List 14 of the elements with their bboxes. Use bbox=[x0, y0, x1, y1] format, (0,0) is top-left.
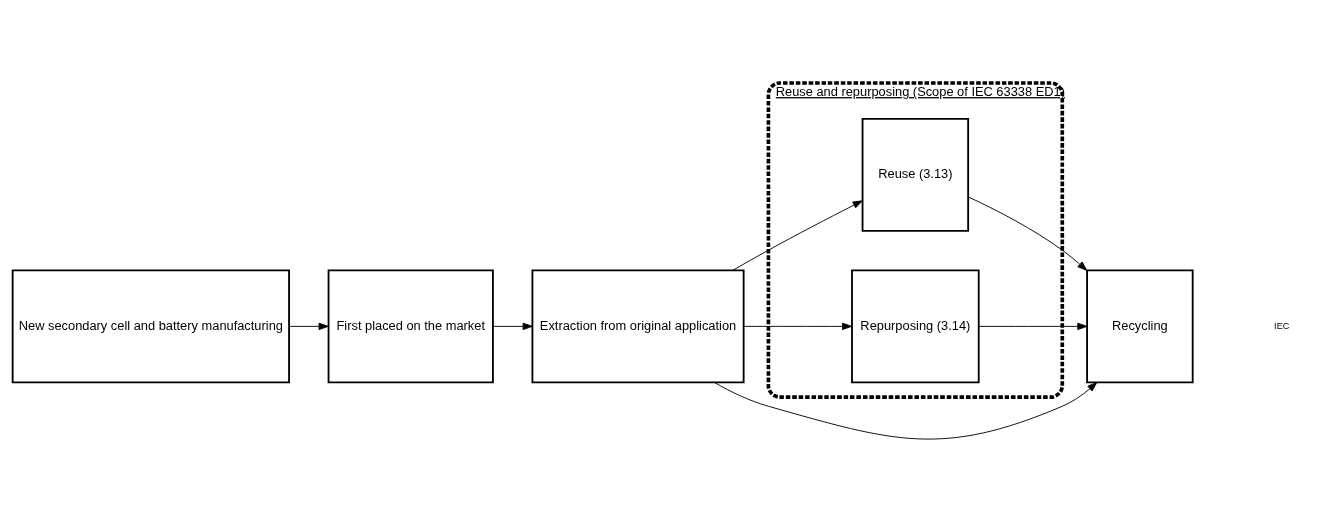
node-box: Extraction from original application bbox=[531, 269, 745, 384]
node-box: Repurposing (3.14) bbox=[851, 269, 980, 384]
node-box: New secondary cell and battery manufacturing bbox=[11, 269, 290, 384]
arrow bbox=[492, 322, 533, 331]
arrow bbox=[978, 322, 1088, 331]
arrow bbox=[713, 381, 1098, 440]
arrow bbox=[743, 322, 853, 331]
node-box: Reuse (3.13) bbox=[861, 117, 970, 232]
node-box: First placed on the market bbox=[327, 269, 494, 384]
node-box: Recycling bbox=[1086, 269, 1194, 384]
arrow bbox=[732, 200, 863, 271]
arrow bbox=[288, 322, 329, 331]
arrow bbox=[967, 196, 1088, 271]
label: IEC bbox=[1274, 320, 1290, 331]
